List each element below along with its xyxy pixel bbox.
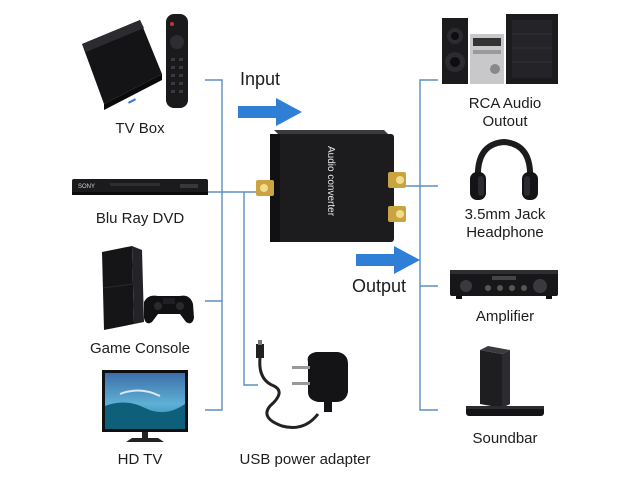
soundbar-label: Soundbar [472,430,538,447]
power-label: USB power adapter [239,451,371,468]
output-label: Output [352,276,407,296]
headphone-image [470,138,538,200]
hd-tv-image [102,370,188,442]
right-bus-line [419,79,438,411]
rca-audio-image [442,14,558,84]
blu-ray-image: SONY [72,179,208,195]
game-console-label: Game Console [89,340,191,357]
blu-ray-label: Blu Ray DVD [95,210,185,227]
tv-box-image [82,14,188,110]
device-text: Audio converter [325,146,336,217]
usb-power-adapter-image [256,340,348,429]
input-arrow-icon [238,98,302,126]
tv-box-label: TV Box [115,120,165,137]
hd-tv-label: HD TV [117,451,163,468]
output-arrow-icon [356,246,420,274]
amplifier-label: Amplifier [475,308,535,325]
amplifier-image [450,270,558,299]
input-label: Input [240,69,281,89]
power-line [243,192,258,386]
soundbar-image [466,346,544,416]
left-bus-line [205,79,223,411]
headphone-label: 3.5mm Jack Headphone [464,206,546,241]
dvd-brand-text: SONY [78,184,95,190]
rca-audio-label: RCA Audio Outout [468,95,542,130]
audio-converter-device: Audio converter [256,130,406,242]
game-console-image [102,246,194,330]
